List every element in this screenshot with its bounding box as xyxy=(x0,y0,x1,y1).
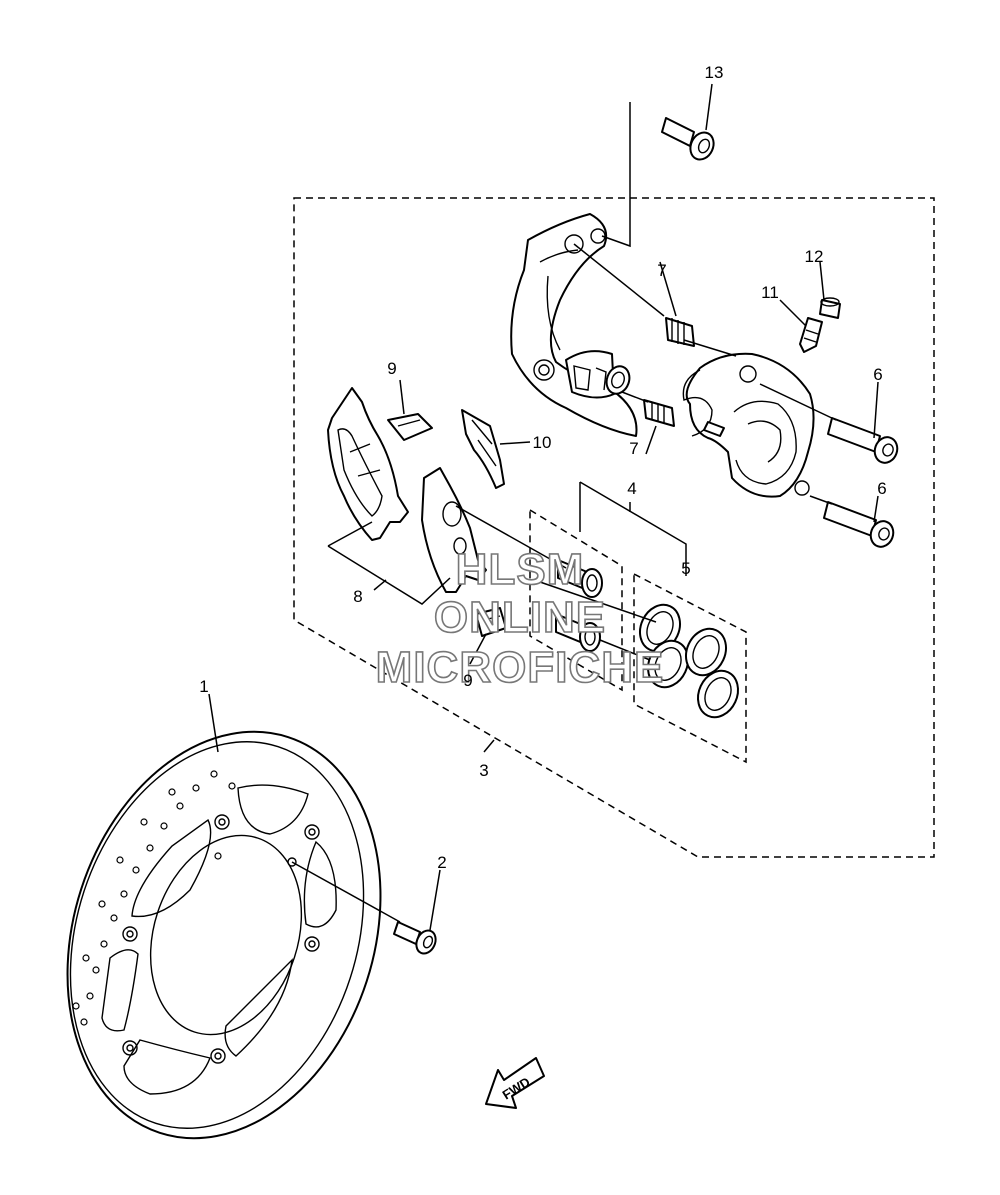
piston-group-boundary xyxy=(529,508,623,692)
callout-6-lower: 6 xyxy=(877,479,886,498)
callout-9-lower: 9 xyxy=(463,671,472,690)
callout-12: 12 xyxy=(805,247,824,266)
seal-group-boundary xyxy=(633,572,747,764)
bleed-screw-cap[interactable] xyxy=(819,297,841,319)
callout-7-upper: 7 xyxy=(657,261,666,280)
callout-2: 2 xyxy=(437,853,446,872)
slide-pin-boot-lower[interactable] xyxy=(643,399,675,427)
callout-6-upper: 6 xyxy=(873,365,882,384)
callout-1: 1 xyxy=(199,677,208,696)
brake-pad-outer[interactable] xyxy=(327,387,409,541)
leader-lines xyxy=(208,83,879,931)
callout-13: 13 xyxy=(705,63,724,82)
brake-pad-inner[interactable] xyxy=(421,467,487,593)
pad-clip-upper[interactable] xyxy=(387,413,433,441)
callout-7-lower: 7 xyxy=(629,439,638,458)
caliper-bolt-lower[interactable] xyxy=(823,501,897,550)
callout-4: 4 xyxy=(627,479,636,498)
slide-pin-boot-upper[interactable] xyxy=(665,317,695,347)
caliper-bolt-upper[interactable] xyxy=(827,417,901,466)
caliper-assembly-boundary xyxy=(293,197,935,858)
callout-3: 3 xyxy=(479,761,488,780)
disc-bolt[interactable] xyxy=(393,921,439,957)
caliper-piston-lower[interactable] xyxy=(555,613,601,652)
caliper-body[interactable] xyxy=(682,352,815,498)
watermark-line-2: ONLINE xyxy=(434,593,606,642)
forward-direction-arrow: FWD xyxy=(485,1057,545,1109)
caliper-bracket[interactable] xyxy=(510,213,638,437)
callout-5: 5 xyxy=(681,559,690,578)
pad-clip-lower[interactable] xyxy=(475,607,507,637)
watermark-line-1: HLSM xyxy=(456,545,585,594)
watermark-line-3: MICROFICHE xyxy=(376,643,665,692)
callout-9-upper: 9 xyxy=(387,359,396,378)
callout-8: 8 xyxy=(353,587,362,606)
piston-seal-kit[interactable] xyxy=(633,598,746,724)
brake-disc[interactable] xyxy=(17,691,431,1179)
pad-spring[interactable] xyxy=(461,409,505,489)
bracket-bolt[interactable] xyxy=(661,117,718,163)
caliper-piston-upper[interactable] xyxy=(557,559,603,598)
callout-10: 10 xyxy=(533,433,552,452)
callout-11: 11 xyxy=(761,283,779,302)
